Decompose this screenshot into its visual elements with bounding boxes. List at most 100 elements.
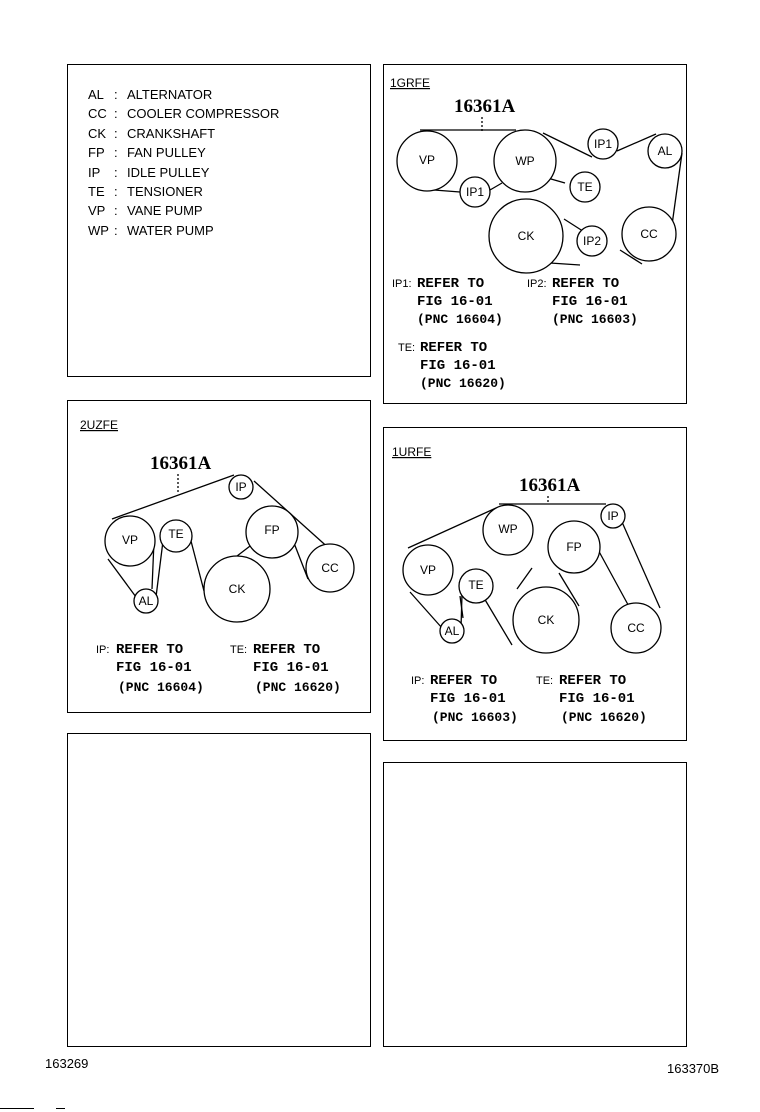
- legend-item: CK:CRANKSHAFT: [88, 125, 216, 141]
- svg-text:REFER TO: REFER TO: [253, 642, 320, 658]
- svg-text:FIG 16-01: FIG 16-01: [116, 660, 192, 676]
- legend-item: AL:ALTERNATOR: [88, 87, 213, 102]
- svg-text:FIG 16-01: FIG 16-01: [253, 660, 329, 676]
- pulley-label: IP: [235, 480, 246, 494]
- engine-label: 2UZFE: [80, 418, 118, 432]
- pulleys: [104, 474, 355, 623]
- svg-text:REFER TO: REFER TO: [116, 642, 183, 658]
- legend-item: CC:COOLER COMPRESSOR: [88, 106, 280, 122]
- pulley-label: IP2: [583, 234, 601, 248]
- pulley-label: TE: [168, 527, 183, 541]
- edge-mark: [0, 1108, 34, 1109]
- legend-item: VP:VANE PUMP: [88, 203, 203, 219]
- engine-label: 1GRFE: [390, 76, 430, 90]
- legend-list: AL:ALTERNATOR CC:COOLER COMPRESSOR CK:CR…: [88, 85, 279, 240]
- svg-text:(PNC 16604): (PNC 16604): [417, 312, 503, 327]
- pulley-te: [569, 171, 601, 203]
- svg-text:FIG 16-01: FIG 16-01: [420, 358, 496, 374]
- reference-notes: IP: REFER TO FIG 16-01 (PNC 16603) TE: R…: [411, 673, 647, 725]
- legend-item: WP:WATER PUMP: [88, 222, 214, 238]
- pulley-ip: [228, 474, 254, 500]
- pulley-cc: [610, 602, 662, 654]
- pulley-label: WP: [515, 154, 534, 168]
- svg-text:(PNC 16620): (PNC 16620): [420, 376, 506, 391]
- pulley-vp: [402, 544, 454, 596]
- pulley-label: IP: [607, 509, 618, 523]
- svg-text:IP1:: IP1:: [392, 278, 412, 290]
- pulley-label: VP: [419, 153, 435, 167]
- belt-diagram-2uzfe: 2UZFE 16361A IP VP TE FP CC: [80, 418, 355, 695]
- pulley-ip: [600, 503, 626, 529]
- legend-item: IP:IDLE PULLEY: [88, 164, 210, 180]
- diagram-panel-1urfe: 1URFE 16361A WP IP FP: [383, 427, 687, 741]
- pulley-wp: [493, 129, 557, 193]
- svg-text:TE:: TE:: [536, 675, 553, 687]
- diagram-panel-1grfe: 1GRFE 16361A VP WP: [383, 64, 687, 404]
- svg-text:TE:: TE:: [398, 342, 415, 354]
- pulleys: [402, 503, 662, 654]
- svg-text:REFER TO: REFER TO: [430, 673, 497, 689]
- svg-text:FIG 16-01: FIG 16-01: [430, 691, 506, 707]
- empty-panel-right: [383, 762, 687, 1047]
- legend-item: FP:FAN PULLEY: [88, 145, 206, 161]
- legend-item: TE:TENSIONER: [88, 184, 203, 200]
- pulley-label: VP: [122, 533, 138, 547]
- svg-text:REFER TO: REFER TO: [552, 276, 619, 292]
- pulley-label: IP1: [594, 137, 612, 151]
- figure-code-left: 163269: [45, 1056, 89, 1071]
- belt-diagram-1grfe: 1GRFE 16361A VP WP: [390, 76, 683, 391]
- pulley-label: AL: [445, 624, 460, 638]
- svg-text:IP2:: IP2:: [527, 278, 547, 290]
- belt-diagram-1urfe: 1URFE 16361A WP IP FP: [392, 445, 662, 725]
- pulley-label: CC: [321, 561, 339, 575]
- pulley-ip1-upper: [587, 128, 619, 160]
- pulley-te: [458, 568, 494, 604]
- svg-text:REFER TO: REFER TO: [559, 673, 626, 689]
- part-number: 16361A: [150, 453, 212, 474]
- svg-text:FIG 16-01: FIG 16-01: [417, 294, 493, 310]
- svg-text:FIG 16-01: FIG 16-01: [559, 691, 635, 707]
- pulley-label: FP: [566, 540, 581, 554]
- pulley-label: AL: [658, 144, 673, 158]
- pulley-label: CK: [229, 582, 246, 596]
- pulley-al: [647, 133, 683, 169]
- pulley-al: [133, 588, 159, 614]
- svg-text:(PNC 16620): (PNC 16620): [255, 680, 341, 695]
- pulley-ck: [488, 198, 564, 274]
- pulley-ck: [203, 555, 271, 623]
- pulley-vp: [396, 130, 458, 192]
- pulley-ip2: [576, 225, 608, 257]
- pulley-vp: [104, 515, 156, 567]
- svg-text:(PNC 16620): (PNC 16620): [561, 710, 647, 725]
- svg-text:IP:: IP:: [96, 644, 109, 656]
- part-number: 16361A: [454, 96, 516, 117]
- pulley-ip1-lower: [459, 176, 491, 208]
- svg-text:TE:: TE:: [230, 644, 247, 656]
- pulley-fp: [547, 520, 601, 574]
- pulley-al: [439, 618, 465, 644]
- pulley-te: [159, 519, 193, 553]
- pulley-label: AL: [139, 594, 154, 608]
- pulleys: [396, 128, 683, 274]
- pulley-label: FP: [264, 523, 279, 537]
- diagram-panel-2uzfe: 2UZFE 16361A IP VP TE FP CC: [67, 400, 371, 713]
- pulley-fp: [245, 505, 299, 559]
- edge-mark: [56, 1108, 65, 1109]
- svg-text:FIG 16-01: FIG 16-01: [552, 294, 628, 310]
- pulley-label: CC: [627, 621, 645, 635]
- part-number: 16361A: [519, 475, 581, 496]
- belt-path: [407, 503, 661, 646]
- svg-text:IP:: IP:: [411, 675, 424, 687]
- legend-panel: AL:ALTERNATOR CC:COOLER COMPRESSOR CK:CR…: [67, 64, 371, 377]
- pulley-label: CK: [518, 229, 535, 243]
- pulley-label: WP: [498, 522, 517, 536]
- pulley-wp: [482, 504, 534, 556]
- pulley-ck: [512, 586, 580, 654]
- pulley-cc: [305, 543, 355, 593]
- pulley-label: CC: [640, 227, 658, 241]
- figure-code-right: 163370B: [667, 1061, 720, 1076]
- svg-text:(PNC 16603): (PNC 16603): [552, 312, 638, 327]
- pulley-label: TE: [577, 180, 592, 194]
- engine-label: 1URFE: [392, 445, 431, 459]
- svg-text:REFER TO: REFER TO: [420, 340, 487, 356]
